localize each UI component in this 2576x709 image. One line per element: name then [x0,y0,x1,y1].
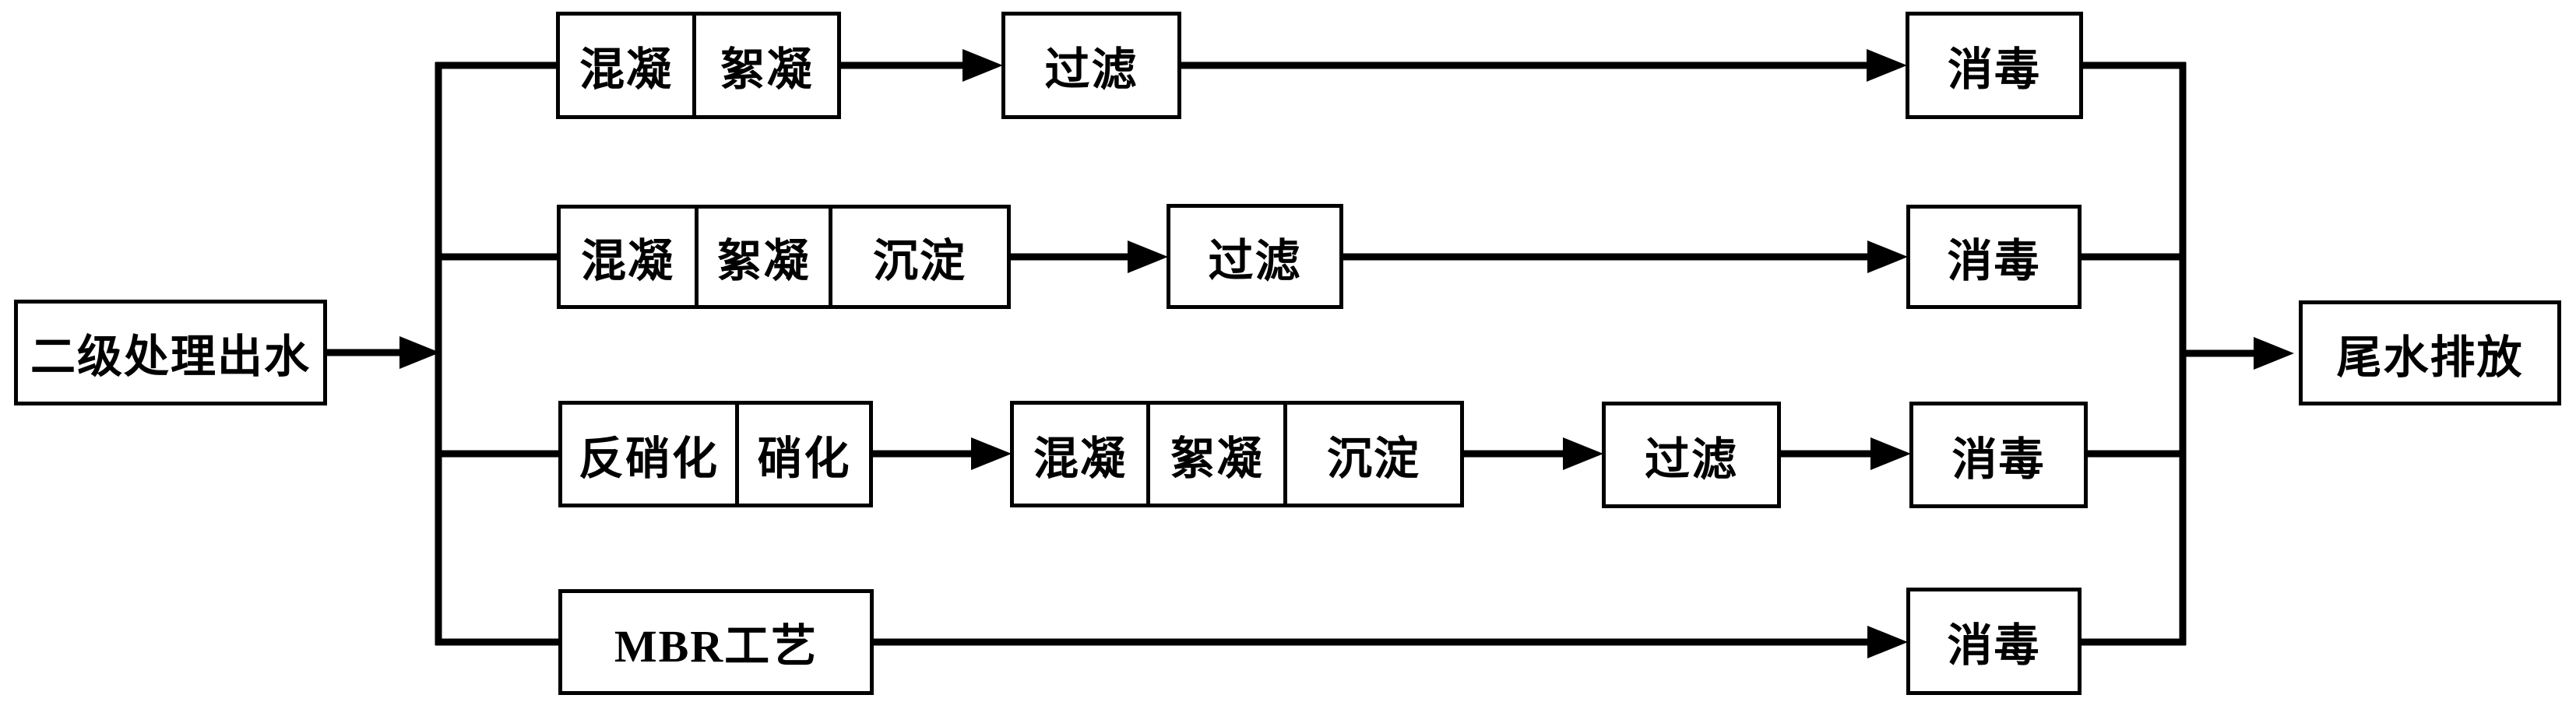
node-secondary-effluent: 二级处理出水 [14,300,327,405]
node-flocculation: 絮凝 [1150,405,1287,504]
stage-r2-coagulation-flocculation-sedimentation: 混凝 絮凝 沉淀 [557,205,1011,309]
arrowhead-r2-filter [1128,240,1168,273]
node-filtration: 过滤 [1001,12,1181,119]
arrowhead-r1-disinfect [1867,49,1907,82]
arrowhead-r2-disinfect [1867,240,1908,273]
node-disinfection: 消毒 [1906,205,2082,309]
node-disinfection: 消毒 [1909,402,2088,508]
node-disinfection: 消毒 [1906,12,2083,119]
node-nitrification: 硝化 [757,433,851,484]
arrowhead-r4-disinfect [1867,626,1908,658]
node-sedimentation: 沉淀 [872,236,966,286]
arrowhead-r3-disinfect [1870,437,1911,470]
node-flocculation: 絮凝 [720,44,814,95]
stage-r3-denitrification-nitrification: 反硝化 硝化 [558,401,873,507]
node-coagulation: 混凝 [561,209,699,305]
arrowhead-into-sink [2254,337,2294,370]
node-mbr-process: MBR工艺 [558,589,874,695]
node-filtration: 过滤 [1167,204,1343,309]
arrowhead-r3-filter [1563,437,1603,470]
node-tailwater-discharge: 尾水排放 [2299,300,2561,405]
node-filtration: 过滤 [1602,402,1781,508]
arrowhead-into-branch [399,336,440,369]
node-disinfection: 消毒 [1906,588,2082,695]
arrowhead-r1-filter [962,49,1003,82]
stage-r3-coagulation-flocculation-sedimentation: 混凝 絮凝 沉淀 [1010,401,1464,507]
node-flocculation: 絮凝 [699,209,832,305]
stage-r1-coagulation-flocculation: 混凝 絮凝 [556,12,841,119]
node-coagulation: 混凝 [560,16,696,115]
node-coagulation: 混凝 [1014,405,1150,504]
node-sedimentation: 沉淀 [1326,433,1420,484]
node-denitrification: 反硝化 [562,405,739,504]
arrowhead-r3-coag [971,437,1012,470]
